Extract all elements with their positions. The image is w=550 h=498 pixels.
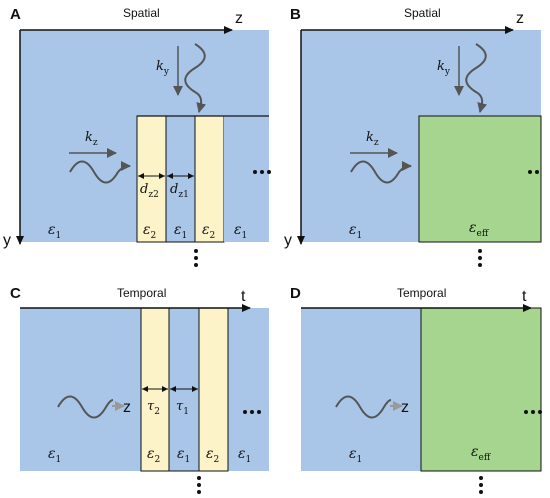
panel-c-tau2-label: τ2 xyxy=(147,399,160,417)
panel-a-layer4-eps-label: ε1 xyxy=(234,222,247,241)
panel-b-y-label: y xyxy=(284,232,292,249)
panel-a-layer-eps1-fourth xyxy=(224,116,269,242)
panel-c-layer2-eps-label: ε2 xyxy=(206,446,219,465)
panel-b-bottom-ellipsis xyxy=(478,249,482,267)
panel-c-layer3-eps-label: ε1 xyxy=(238,446,251,465)
panel-a-ky-wave xyxy=(184,43,207,113)
panel-c-outer-eps-label: ε1 xyxy=(48,446,61,465)
panel-a-title: Spatial xyxy=(123,6,160,20)
panel-b-letter: B xyxy=(290,6,301,23)
panel-a-dz2-label: dz2 xyxy=(140,182,159,200)
panel-d-outer-eps-label: ε1 xyxy=(349,446,362,465)
panel-c-tau1-label: τ1 xyxy=(176,399,189,417)
panel-a-ky-label: ky xyxy=(156,59,170,77)
panel-c-letter: C xyxy=(10,285,21,302)
panel-c-right-ellipsis xyxy=(243,410,261,414)
panel-a-layer-eps1-second xyxy=(165,115,196,243)
panel-a-kz-wave xyxy=(69,160,131,184)
panel-a: A Spatial z y ky kz dz2 dz1 ε1 ε2 ε1 ε2 … xyxy=(3,6,271,267)
panel-b: B Spatial z y ky kz ε1 εeff xyxy=(284,6,542,267)
panel-a-right-ellipsis xyxy=(253,170,271,174)
panel-d-title: Temporal xyxy=(397,286,446,300)
panel-d-bottom-ellipsis xyxy=(479,476,483,494)
panel-a-letter: A xyxy=(10,6,21,23)
panel-d-wave xyxy=(335,395,392,419)
panel-c: C Temporal t z τ2 τ1 ε1 ε2 ε1 ε2 ε1 xyxy=(10,285,269,494)
panel-b-title: Spatial xyxy=(404,6,441,20)
panel-c-layer-eps2-third xyxy=(198,307,229,472)
panel-c-z-label: z xyxy=(123,399,131,416)
panel-b-kz-label: kz xyxy=(366,130,379,148)
panel-a-layer2-eps-label: ε1 xyxy=(174,222,187,241)
panel-b-outer-eps-label: ε1 xyxy=(349,222,362,241)
panel-b-ky-wave xyxy=(465,43,488,113)
panel-d: D Temporal t z ε1 εeff xyxy=(290,285,542,494)
panel-b-kz-wave xyxy=(350,160,412,184)
panel-a-layer1-eps-label: ε2 xyxy=(143,222,156,241)
panel-a-y-label: y xyxy=(3,232,11,249)
panel-d-z-label: z xyxy=(401,399,409,416)
panel-b-right-ellipsis xyxy=(528,170,539,174)
panel-a-layer-eps2-first xyxy=(136,115,167,243)
panel-a-dz1-label: dz1 xyxy=(170,182,189,200)
panel-c-t-label: t xyxy=(241,288,246,305)
panel-c-layer1-eps-label: ε1 xyxy=(177,446,190,465)
panel-b-z-label: z xyxy=(516,10,524,27)
panel-a-kz-label: kz xyxy=(85,130,98,148)
panel-a-bottom-ellipsis xyxy=(194,249,198,267)
panel-c-wave xyxy=(57,395,114,419)
panel-b-effective-medium xyxy=(418,115,542,243)
panel-d-effective-medium xyxy=(420,307,542,472)
panel-c-layer0-eps-label: ε2 xyxy=(147,446,160,465)
panel-d-t-label: t xyxy=(522,288,527,305)
panel-b-ky-label: ky xyxy=(437,59,451,77)
panel-a-outer-eps-label: ε1 xyxy=(48,222,61,241)
panel-d-letter: D xyxy=(290,285,301,302)
panel-c-bottom-ellipsis xyxy=(197,476,201,494)
panel-a-layer3-eps-label: ε2 xyxy=(202,222,215,241)
panel-d-right-ellipsis xyxy=(524,410,542,414)
panel-c-title: Temporal xyxy=(117,286,166,300)
panel-b-effective-eps-label: εeff xyxy=(469,220,489,239)
panel-d-effective-eps-label: εeff xyxy=(471,444,491,463)
panel-a-z-label: z xyxy=(235,10,243,27)
